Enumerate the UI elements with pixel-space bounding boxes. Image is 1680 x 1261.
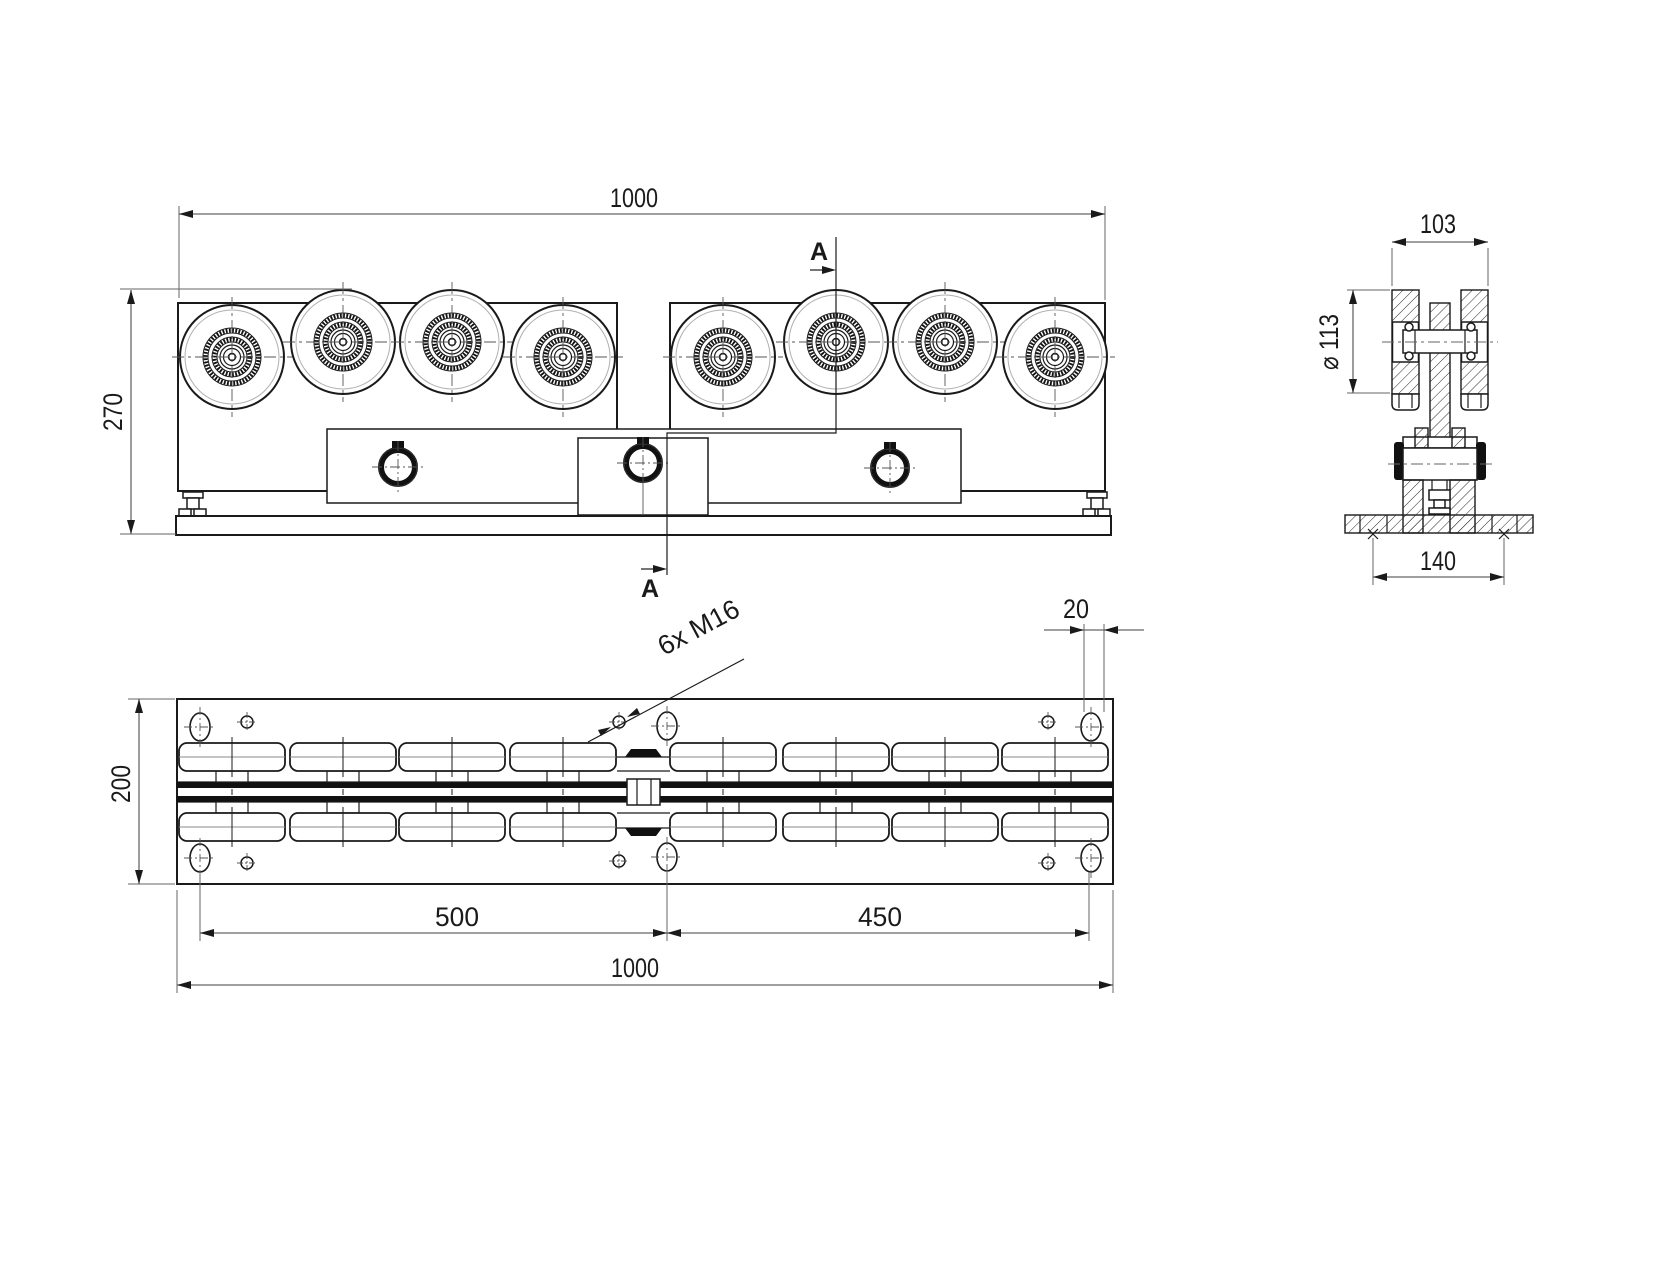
center-joint [617, 749, 670, 836]
dim-label-front-height: 270 [98, 393, 128, 431]
roller-wheel-7 [885, 282, 1005, 402]
thread-hole-m16-6 [1038, 853, 1058, 873]
top-view-rollers [178, 737, 1109, 847]
section-label-top: A [810, 238, 828, 266]
top-roller-pad-bottom-4 [509, 789, 617, 847]
roller-wheel-8 [995, 297, 1115, 417]
roller-wheel-3 [392, 282, 512, 402]
leveling-foot-right [1082, 491, 1111, 517]
dim-side-width: 103 [1391, 209, 1489, 286]
bearing-ball [1404, 351, 1414, 361]
top-roller-pad-bottom-3 [398, 789, 506, 847]
side-base-plate [1344, 514, 1534, 534]
section-label-bottom: A [641, 575, 659, 603]
bearing-ball [1466, 351, 1476, 361]
slot-hole-3 [1075, 707, 1107, 747]
thread-hole-m16-4 [237, 853, 257, 873]
guide-cylinder [1388, 442, 1492, 481]
leveling-foot-left [178, 491, 207, 517]
belt-wedge-top [625, 749, 662, 757]
dim-label-top-total: 1000 [611, 953, 659, 983]
roller-wheel-1 [172, 297, 292, 417]
front-rollers [172, 282, 1115, 417]
dim-slot-width: 20 [1044, 594, 1144, 712]
bearing-ball [1404, 322, 1414, 332]
dim-label-left-span: 500 [435, 902, 479, 932]
top-roller-pad-bottom-8 [1001, 789, 1109, 847]
top-roller-pad-bottom-5 [669, 789, 777, 847]
collar-ring-holes [372, 437, 916, 494]
dim-top-depth: 200 [106, 698, 175, 885]
dim-wheel-diameter: ⌀ 113 [1314, 289, 1390, 394]
mounting-holes [184, 706, 1107, 878]
slot-hole-1 [184, 707, 216, 747]
thread-note-label: 6x M16 [653, 593, 745, 661]
dim-side-base: 140 [1367, 528, 1510, 585]
section-line-a-a: A A [641, 237, 837, 603]
wheel-axle [1382, 322, 1498, 361]
thread-hole-m16-3 [1038, 712, 1058, 732]
dim-label-slot-width: 20 [1063, 594, 1089, 624]
top-roller-pad-top-3 [398, 737, 506, 795]
top-roller-pad-bottom-7 [891, 789, 999, 847]
slot-hole-5 [651, 837, 683, 877]
hanger-shaft [1429, 302, 1451, 444]
dim-label-wheel-diameter: ⌀ 113 [1314, 314, 1344, 370]
dim-label-side-width: 103 [1420, 209, 1456, 239]
dim-front-width: 1000 [178, 183, 1106, 300]
dim-label-front-width: 1000 [610, 183, 658, 213]
mount-bolt [1428, 480, 1451, 515]
top-view: 6x M16 200 20 [106, 593, 1144, 993]
top-roller-pad-bottom-1 [178, 789, 286, 847]
dim-hole-spans: 500 450 [199, 865, 1090, 941]
slot-hole-6 [1075, 838, 1107, 878]
slot-hole-2 [651, 706, 683, 746]
collar-hole-2 [617, 437, 669, 489]
side-view: 103 ⌀ 113 140 [1314, 209, 1534, 585]
roller-wheel-4 [503, 297, 623, 417]
thread-hole-m16-5 [609, 851, 629, 871]
bearing-ball [1466, 322, 1476, 332]
top-roller-pad-bottom-6 [782, 789, 890, 847]
dim-label-side-base: 140 [1420, 546, 1456, 576]
top-roller-pad-top-5 [669, 737, 777, 795]
dim-label-right-span: 450 [858, 902, 902, 932]
front-view: A A 1000 270 [98, 183, 1115, 603]
top-roller-pad-top-1 [178, 737, 286, 795]
top-roller-pad-top-2 [289, 737, 397, 795]
top-roller-pad-top-4 [509, 737, 617, 795]
collar-hole-1 [372, 441, 424, 493]
roller-wheel-5 [663, 297, 783, 417]
thread-hole-m16-1 [237, 712, 257, 732]
top-roller-pad-top-8 [1001, 737, 1109, 795]
shaft-collars [1402, 427, 1478, 449]
dim-label-top-depth: 200 [106, 765, 136, 803]
dim-front-height: 270 [98, 288, 352, 535]
collar-hole-3 [864, 442, 916, 494]
top-plate [176, 698, 1114, 885]
front-base-plate [175, 515, 1112, 536]
slot-hole-4 [184, 838, 216, 878]
roller-wheel-2 [283, 282, 403, 402]
top-roller-pad-bottom-2 [289, 789, 397, 847]
dim-top-total: 1000 [176, 890, 1114, 993]
belt-wedge-bottom [625, 828, 662, 836]
